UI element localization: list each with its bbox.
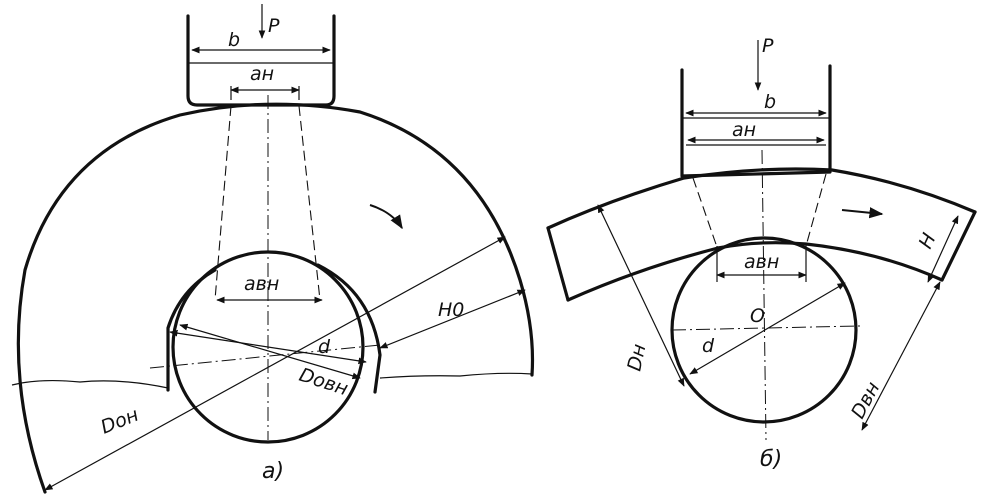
punch-a [186,14,336,107]
figure-b: P b aн aвн O d H Dн [546,35,977,472]
label-dovn-a: Dовн [296,364,350,400]
label-an-a: aн [250,63,274,85]
break-line-a [11,379,169,389]
label-h0-a: H0 [438,299,464,321]
dimension-dvn-b [861,281,941,431]
dimension-dovn-a [179,323,361,380]
force-arrow-a: P [258,4,280,39]
strip-right-end-b [940,210,977,282]
label-dn-b: Dн [623,342,650,373]
rotation-arrow-b [841,207,884,219]
force-arrow-b: P [754,35,774,91]
dimension-don-a [44,236,506,491]
contact-line-right-b [805,173,827,247]
label-d-a: d [318,336,331,358]
label-p-b: P [762,35,774,57]
dimension-dn-b [597,204,685,387]
label-an-b: aн [732,119,756,141]
break-line-a-right [379,372,533,379]
strip-left-end-b [546,226,570,302]
caption-b: б) [760,447,782,472]
label-b-a: b [228,29,240,51]
contact-line-right-a [298,105,321,301]
horizontal-axis-a [149,344,381,369]
label-don-a: Dон [98,404,142,439]
contact-line-left-b [692,177,719,251]
label-avn-b: aвн [744,251,779,273]
dimension-b-a: b [191,29,331,54]
label-o-b: O [750,305,765,327]
dimension-an-a: aн [230,63,300,100]
label-p-a: P [268,15,280,37]
figure-a: P b aн aвн [11,4,535,494]
label-h-b: H [915,230,941,252]
label-d-b: d [702,335,715,357]
dimension-d-b [689,282,846,375]
dimension-h-b [927,215,959,283]
punch-b [680,64,832,178]
caption-a: а) [262,459,284,484]
label-avn-a: aвн [244,273,279,295]
rotation-arrow-a [369,204,403,230]
label-b-b: b [764,91,776,113]
centerline-b [761,149,767,441]
contact-line-left-a [214,105,232,301]
dimension-avn-a: aвн [216,273,323,304]
label-dvn-b: Dвн [847,378,884,422]
strip-outer-b [546,167,977,230]
